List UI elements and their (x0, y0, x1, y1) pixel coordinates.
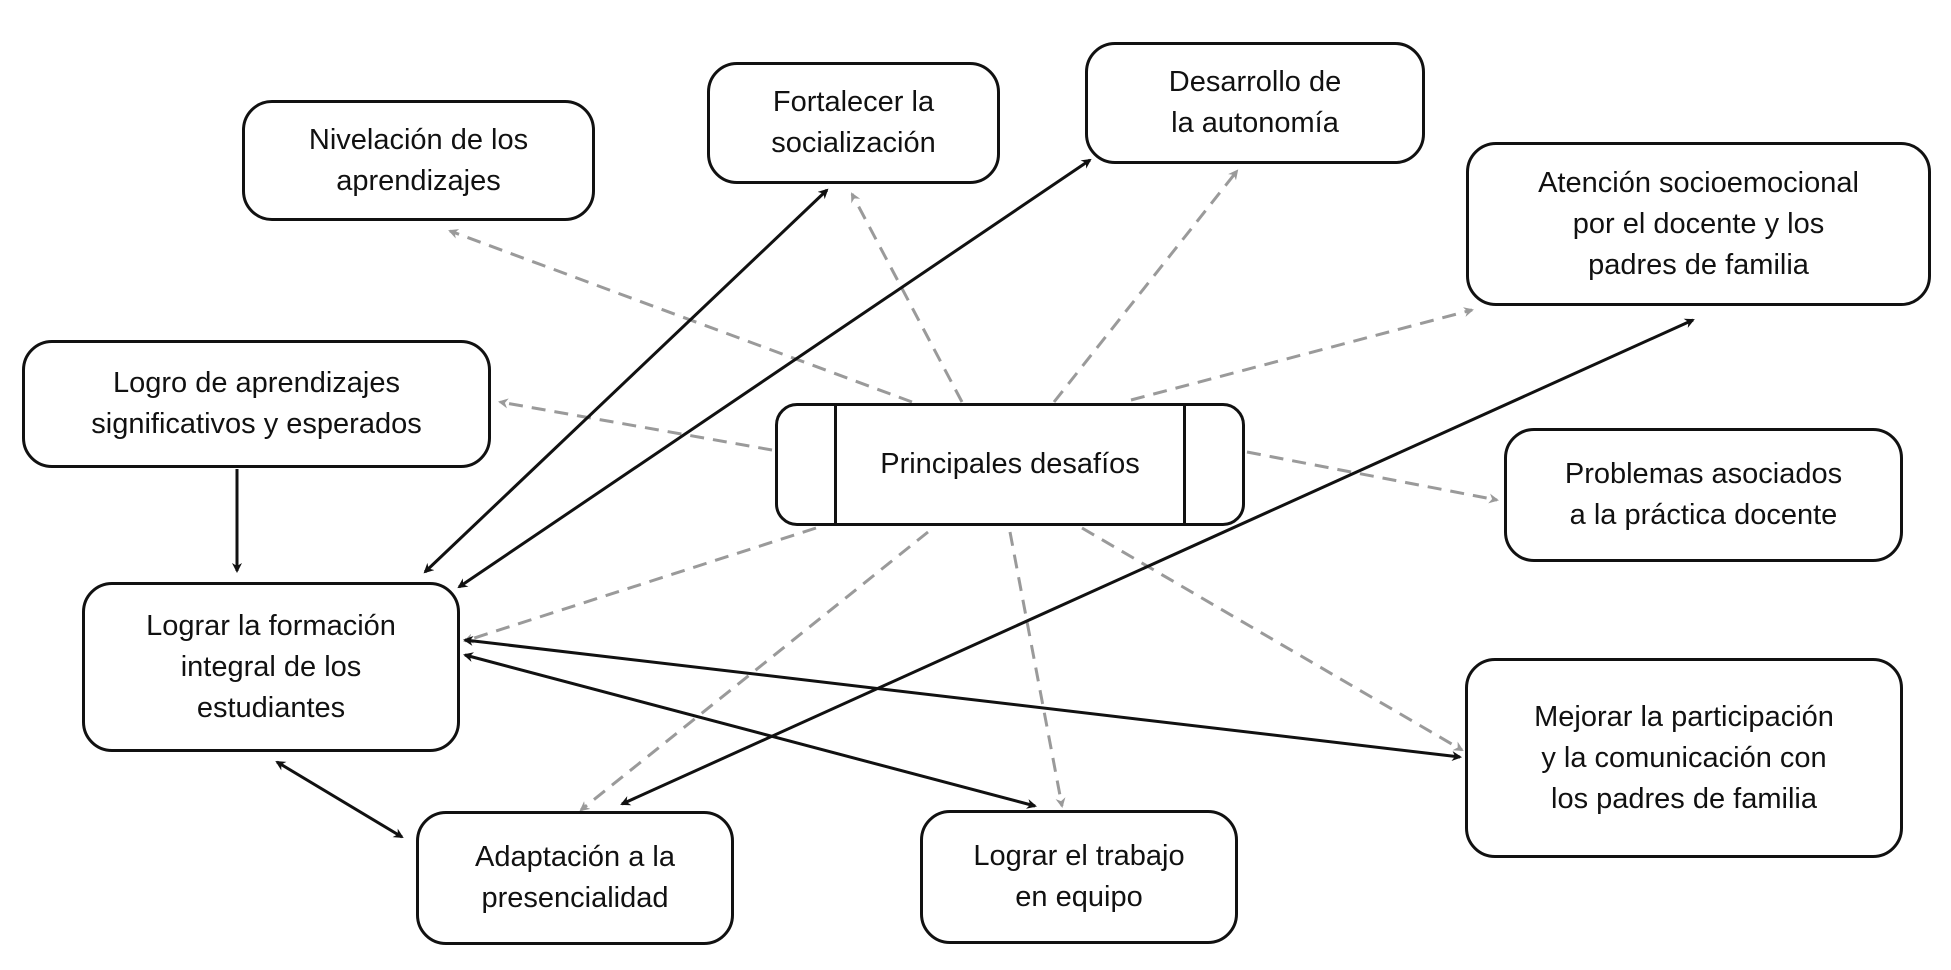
node-label-line: presencialidad (481, 882, 669, 914)
edge-principales-to-trabajo (1008, 531, 1066, 808)
node-problemas: Problemas asociados a la práctica docente (1504, 428, 1903, 562)
edge-principales-to-formacion (463, 526, 817, 644)
edge-principales-to-nivelacion (448, 229, 913, 404)
node-label: Principales desafíos (880, 444, 1140, 485)
node-adaptacion: Adaptación a la presencialidad (416, 811, 734, 945)
node-label-line: padres de familia (1588, 248, 1809, 281)
node-label-line: Fortalecer la (772, 86, 935, 118)
node-mejorar: Mejorar la participación y la comunicació… (1465, 658, 1903, 858)
node-label: Mejorar la participación y la comunicació… (1534, 697, 1834, 820)
edge-principales-to-problemas (1246, 450, 1499, 504)
node-label-line: socialización (771, 127, 936, 159)
node-label-line: por el docente y los (1572, 207, 1825, 240)
node-label-line: los padres de familia (1551, 782, 1817, 815)
center-divider-right (1183, 406, 1186, 523)
edge-principales-to-fortalecer (850, 192, 964, 403)
node-label-line: Nivelación de los (308, 123, 529, 156)
node-label-line: Desarrollo de (1168, 66, 1342, 98)
node-nivelacion: Nivelación de los aprendizajes (242, 100, 595, 221)
node-label-line: estudiantes (196, 691, 346, 724)
edge-principales-to-mejorar (1081, 526, 1464, 752)
node-trabajo: Lograr el trabajo en equipo (920, 810, 1238, 944)
edge-principales-to-logro (498, 398, 773, 452)
edge-principales-to-adaptacion (579, 530, 929, 812)
node-label: Fortalecer la socialización (771, 82, 935, 164)
node-label: Nivelación de los aprendizajes (309, 120, 528, 202)
node-label-line: significativos y esperados (91, 408, 422, 440)
node-label-line: y la comunicación con (1541, 741, 1827, 774)
node-label-line: Problemas asociados (1564, 458, 1843, 490)
node-principales-desafios: Principales desafíos (775, 403, 1245, 526)
node-label: Logro de aprendizajes significativos y es… (91, 363, 421, 445)
node-label-line: Mejorar la participación (1534, 700, 1834, 733)
center-divider-left (834, 406, 837, 523)
node-label-line: Logro de aprendizajes (113, 367, 400, 399)
edge-formacion-to-adaptacion (275, 760, 404, 839)
node-label: Problemas asociados a la práctica docente (1565, 454, 1842, 536)
edge-principales-to-atencion (1130, 307, 1474, 402)
node-atencion: Atención socioemocional por el docente y … (1466, 142, 1931, 306)
edge-adaptacion-to-atencion (620, 318, 1695, 806)
node-label: Atención socioemocional por el docente y … (1538, 163, 1859, 286)
node-desarrollo: Desarrollo de la autonomía (1085, 42, 1425, 164)
node-formacion: Lograr la formación integral de los estudi… (82, 582, 460, 752)
node-label-line: Adaptación a la (475, 841, 675, 873)
node-label-line: aprendizajes (336, 164, 501, 197)
node-logro: Logro de aprendizajes significativos y es… (22, 340, 491, 468)
node-label: Desarrollo de la autonomía (1169, 62, 1341, 144)
node-label: Lograr la formación integral de los estudi… (146, 606, 396, 729)
node-label-line: la autonomía (1171, 107, 1339, 139)
node-label-line: Lograr el trabajo (973, 840, 1185, 872)
edge-formacion-to-trabajo (463, 652, 1037, 809)
node-fortalecer: Fortalecer la socialización (707, 62, 1000, 184)
node-label-line: a la práctica docente (1569, 499, 1838, 531)
node-label-line: Atención socioemocional (1538, 166, 1859, 199)
edge-principales-to-desarrollo (1052, 169, 1239, 403)
node-label: Adaptación a la presencialidad (475, 837, 675, 919)
node-label-line: Principales desafíos (880, 448, 1140, 480)
edge-formacion-to-mejorar (463, 635, 1462, 762)
node-label-line: en equipo (1015, 881, 1143, 913)
node-label: Lograr el trabajo en equipo (973, 836, 1184, 918)
node-label-line: integral de los (180, 650, 362, 683)
node-label-line: Lograr la formación (146, 609, 396, 642)
